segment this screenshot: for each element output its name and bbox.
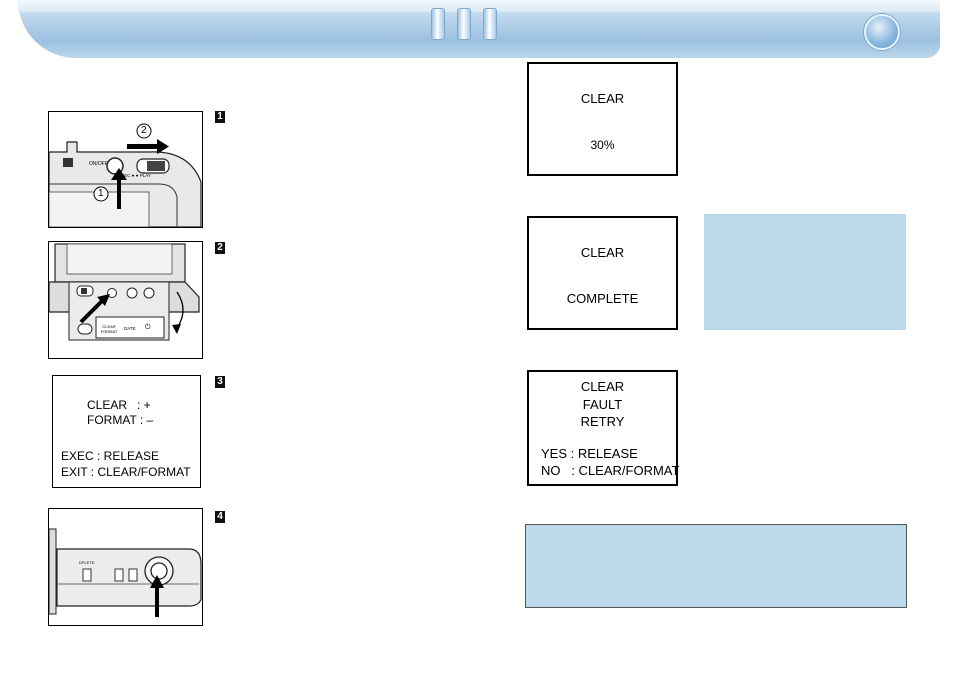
page-header-band bbox=[18, 0, 940, 58]
clear-format-label: CLEAR FORMAT bbox=[100, 324, 118, 334]
date-label: DATE bbox=[124, 326, 136, 331]
step-number-2: 2 bbox=[215, 242, 225, 254]
lcd-progress-title: CLEAR bbox=[580, 91, 625, 106]
note-box bbox=[704, 214, 906, 330]
bottom-note-box bbox=[525, 524, 907, 608]
lcd-progress-screen: CLEAR 30% bbox=[527, 62, 678, 176]
header-decoration-icon bbox=[431, 8, 445, 40]
header-knob-icon bbox=[864, 14, 900, 50]
callout-1: 1 bbox=[98, 188, 104, 199]
figure-camera-top-switch: ON/OFF REC ● ● PLAY 2 1 bbox=[48, 111, 203, 228]
lcd-complete-status: COMPLETE bbox=[566, 291, 639, 306]
rec-play-label: REC ● ● PLAY bbox=[121, 173, 151, 178]
lcd-fault-title: CLEAR bbox=[580, 379, 625, 394]
figure-camera-back-buttons: CLEAR FORMAT DATE ⏻ bbox=[48, 241, 203, 359]
lcd-progress-percent: 30% bbox=[590, 138, 615, 152]
lcd-fault-status: FAULT bbox=[582, 397, 623, 412]
delete-label: DPLETE bbox=[79, 560, 95, 565]
onoff-label: ON/OFF bbox=[89, 161, 108, 167]
lcd-complete-title: CLEAR bbox=[580, 245, 625, 260]
lcd-fault-screen: CLEAR FAULT RETRY YES : RELEASE NO : CLE… bbox=[527, 370, 680, 486]
step-number-1: 1 bbox=[215, 111, 225, 123]
step-number-3: 3 bbox=[215, 376, 225, 388]
lcd-format-option: FORMAT : – bbox=[87, 413, 154, 427]
power-icon: ⏻ bbox=[145, 324, 151, 331]
lcd-complete-screen: CLEAR COMPLETE bbox=[527, 216, 678, 330]
step-number-4: 4 bbox=[215, 511, 225, 523]
callout-2: 2 bbox=[141, 125, 147, 136]
header-decoration-icon bbox=[483, 8, 497, 40]
lcd-clear-option: CLEAR : + bbox=[87, 398, 151, 412]
figure-lcd-menu: CLEAR : + FORMAT : – EXEC : RELEASE EXIT… bbox=[52, 375, 201, 488]
lcd-fault-yes: YES : RELEASE bbox=[541, 446, 638, 461]
header-decoration-icon bbox=[457, 8, 471, 40]
lcd-exec-line: EXEC : RELEASE bbox=[61, 449, 160, 463]
lcd-fault-no: NO : CLEAR/FORMAT bbox=[541, 463, 680, 478]
lcd-fault-retry: RETRY bbox=[580, 414, 625, 429]
lcd-exit-line: EXIT : CLEAR/FORMAT bbox=[61, 465, 191, 479]
figure-camera-release-button: DPLETE bbox=[48, 508, 203, 626]
